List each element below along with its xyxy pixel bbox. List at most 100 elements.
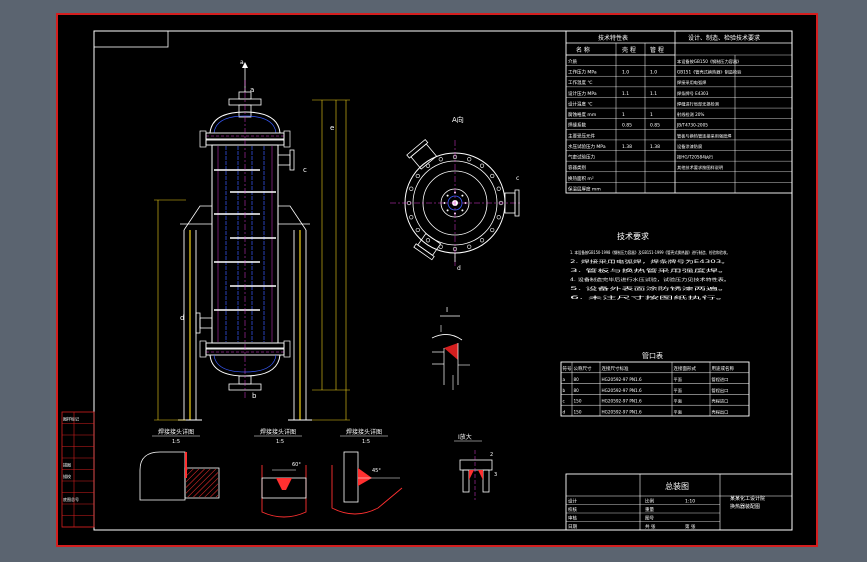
notes-title: 技术要求	[617, 231, 649, 241]
nozzle-header: 符号	[563, 365, 572, 372]
tech-cell-shell: 1.0	[622, 70, 629, 76]
tech-cell-name: 气密试验压力	[568, 154, 595, 161]
nozzle-cell: d	[563, 409, 566, 414]
tech-cell-name: 设计温度 ℃	[568, 100, 592, 107]
detail2-sub: 1:5	[276, 439, 284, 445]
note-line: 1. 本设备按GB150-1998《钢制压力容器》及GB151-1999《管壳式…	[570, 249, 730, 256]
plan-d-label: d	[457, 265, 461, 272]
technical-notes: 技术要求 1. 本设备按GB150-1998《钢制压力容器》及GB151-199…	[570, 231, 730, 301]
weld-detail-2: 焊接接头详图 1:5 60°	[254, 428, 307, 518]
weld-detail-1: 焊接接头详图 1:5	[139, 428, 220, 501]
note-line: 4. 设备制造完毕后进行水压试验，试验压力见技术特性表。	[570, 276, 730, 283]
bolt-hole	[425, 238, 431, 243]
nozzle-cell: 150	[574, 399, 582, 404]
tech-cell-tube: 1.38	[650, 144, 660, 150]
tech-header: 壳 程	[622, 46, 636, 54]
nozzle-header: 用途或名称	[712, 365, 735, 372]
plan-view[interactable]: A向 d c	[390, 115, 520, 272]
strip-label: 底图总号	[63, 496, 79, 502]
tech-requirement: 本设备按GB150《钢制压力容器》	[677, 58, 741, 65]
tech-cell-shell: 1.1	[622, 91, 629, 97]
nozzle-table-title: 管口表	[642, 351, 663, 360]
nozzle-cell: 80	[574, 388, 580, 393]
note-line: 5. 设备外表面涂防锈漆两遍。	[570, 285, 730, 292]
dim-2: 3	[494, 472, 497, 478]
nozzle-cell: a	[563, 377, 566, 382]
strip-label: 描校	[63, 473, 71, 479]
bolt-hole	[415, 227, 420, 233]
bolt-hole	[409, 215, 414, 220]
plan-bolt-holes	[406, 154, 504, 252]
tech-requirement: JB/T4730-2005	[676, 123, 708, 128]
bolt-hole	[496, 215, 501, 220]
tech-requirement: 射线检测 20%	[677, 111, 704, 118]
nozzle-b-label: b	[252, 392, 257, 400]
baffles	[214, 169, 276, 311]
detail1-label: 焊接接头详图	[158, 428, 194, 436]
nozzle-cell: 壳程出口	[712, 408, 729, 415]
nozzle-cell: 平面	[674, 409, 682, 415]
drawing-title: 总装图	[665, 481, 689, 491]
nozzle-header: 连接尺寸标准	[602, 365, 629, 372]
title-row-label: 设计	[568, 498, 577, 505]
section-i-label: I	[446, 306, 448, 314]
strip-label: 图样标记	[63, 416, 79, 422]
bolt-hole	[479, 163, 485, 168]
tech-cell-shell: 0.85	[622, 123, 632, 129]
detail4-label: I放大	[458, 433, 472, 441]
detail3-sub: 1:5	[362, 439, 370, 445]
nozzle-cell: 150	[574, 409, 582, 414]
tech-cell-tube: 0.85	[650, 123, 660, 129]
weld-mark-1: 60°	[292, 462, 301, 468]
tech-requirement: 管板与换热管连接采用强度焊	[677, 132, 732, 139]
title-row-label2: 重量	[645, 506, 654, 513]
bolt-hole	[479, 238, 485, 243]
section-i-detail: I	[431, 306, 470, 390]
title-row-value2: 第 张	[685, 523, 696, 530]
vessel-elevation[interactable]: a a c b	[154, 59, 350, 421]
nozzle-cell: c	[563, 399, 566, 404]
tech-cell-tube: 1	[650, 112, 653, 118]
weld-detail-3: 焊接接头详图 1:5 45°	[331, 428, 403, 515]
nozzle-e-label: e	[330, 124, 334, 132]
tech-requirement: 其他技术要求按图样说明	[677, 164, 723, 171]
nozzle-c-label: c	[303, 166, 307, 174]
top-arrow-head	[242, 62, 248, 68]
nozzle-cell: HG20592-97 PN1.6	[602, 409, 643, 414]
tech-requirement: 焊接采用电弧焊	[677, 79, 707, 86]
bolt-hole	[425, 163, 431, 168]
bolt-hole	[496, 186, 501, 191]
title-row-label: 审核	[568, 515, 577, 522]
detail3-label: 焊接接头详图	[346, 428, 382, 436]
inner-frame	[93, 30, 793, 531]
title-row-label: 校核	[568, 506, 577, 513]
nozzle-header: 连接面形式	[674, 365, 697, 372]
title-row-label2: 比例	[645, 498, 654, 505]
tech-table-title-right: 设计、制造、检验技术要求	[688, 34, 760, 42]
nozzle-cell: 80	[574, 377, 580, 382]
tech-requirement: 按HG/T20584执行	[677, 154, 713, 161]
nozzle-header: 公称尺寸	[574, 365, 592, 372]
bolt-hole	[409, 186, 414, 191]
title-row-label2: 共 张	[645, 523, 656, 530]
bolt-hole	[438, 157, 443, 162]
nozzle-cell: 平面	[674, 399, 682, 405]
tech-cell-name: 水压试验压力 MPa	[568, 143, 606, 150]
note-line: 6. 未注尺寸按图纸执行。	[570, 294, 730, 301]
plan-c-label: c	[516, 175, 519, 182]
inner-bolt	[443, 202, 446, 204]
plan-nozzle-c	[504, 189, 520, 217]
plan-nozzle-ll	[413, 232, 442, 261]
detail1-sub: 1:5	[172, 439, 180, 445]
title-row-value2: 1:10	[685, 499, 695, 505]
weld-mark-2: 45°	[372, 468, 381, 474]
plan-nozzle-ul	[406, 138, 438, 170]
tech-cell-name: 介质	[568, 58, 577, 65]
tech-header: 管 程	[650, 46, 664, 54]
tech-header: 名 称	[576, 46, 590, 54]
